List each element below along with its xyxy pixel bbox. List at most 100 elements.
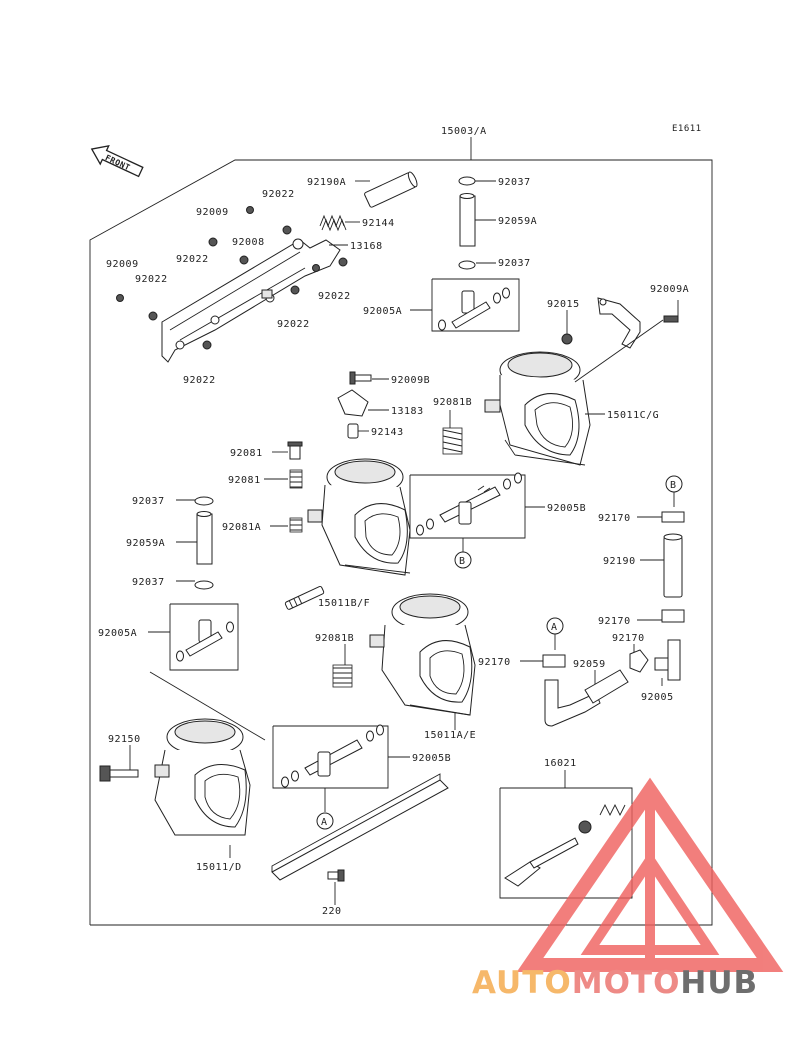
front-arrow-icon: FRONT <box>90 145 144 178</box>
spring-92081 <box>289 469 303 489</box>
fitting-92005B-bottom <box>281 724 384 788</box>
clip-92037-left-bottom <box>194 580 214 590</box>
label-92005A: 92005A <box>363 306 402 317</box>
label-92037: 92037 <box>498 258 531 269</box>
label-92190: 92190 <box>603 556 636 567</box>
watermark-logo-icon <box>516 777 784 972</box>
clip-92170-c <box>629 649 649 673</box>
assembly-number: 15003/A <box>441 126 487 137</box>
hose-92059A-top <box>459 195 476 247</box>
spring-92144 <box>319 214 347 232</box>
carburetor-15011AE <box>369 593 476 716</box>
clip-92037-left-top <box>194 496 214 506</box>
fitting-92005 <box>654 639 681 681</box>
spacer-92143 <box>347 423 359 439</box>
marker-A-right: A <box>546 617 564 635</box>
marker-label: A <box>321 817 328 828</box>
part-labels: 92190A 92037 92022 92009 92144 92059A 92… <box>98 177 689 917</box>
plate-13183 <box>337 389 369 417</box>
label-13183: 13183 <box>391 406 424 417</box>
label-16021: 16021 <box>544 758 577 769</box>
bracket-assembly <box>161 238 341 363</box>
hose-92059A-left <box>196 513 213 565</box>
label-92009B: 92009B <box>391 375 430 386</box>
marker-label: B <box>459 556 466 567</box>
label-92009A: 92009A <box>650 284 689 295</box>
label-92022: 92022 <box>176 254 209 265</box>
spring-92081A <box>289 517 303 533</box>
label-92143: 92143 <box>371 427 404 438</box>
label-15011BF: 15011B/F <box>318 598 370 609</box>
marker-B-mid: B <box>454 551 472 569</box>
leader-lines <box>129 180 679 905</box>
label-92037: 92037 <box>132 496 165 507</box>
clip-92170-a <box>661 511 685 523</box>
bracket-92009A <box>597 297 679 349</box>
mounting-bar <box>271 773 449 881</box>
washers-92022 <box>148 225 348 350</box>
screw-92009B <box>349 371 372 385</box>
label-92005B: 92005B <box>547 503 586 514</box>
label-92009: 92009 <box>106 259 139 270</box>
clip-92170-d <box>542 654 566 668</box>
label-220: 220 <box>322 906 342 917</box>
needle-assembly <box>284 585 325 610</box>
label-92081: 92081 <box>230 448 263 459</box>
label-92150: 92150 <box>108 734 141 745</box>
marker-label: B <box>670 480 677 491</box>
fitting-92005A-top <box>438 287 510 331</box>
label-92008: 92008 <box>232 237 265 248</box>
label-15011CG: 15011C/G <box>607 410 659 421</box>
spring-92081B-mid <box>332 664 353 688</box>
label-92005A: 92005A <box>98 628 137 639</box>
label-92081B: 92081B <box>433 397 472 408</box>
hose-92059 <box>544 679 601 727</box>
fitting-92005A-left <box>176 619 234 662</box>
label-92144: 92144 <box>362 218 395 229</box>
watermark-text: AUTOMOTOHUB <box>472 965 758 1001</box>
bolt-92150 <box>99 765 139 782</box>
label-15011AE: 15011A/E <box>424 730 476 741</box>
watermark-moto: MOTO <box>572 965 681 1001</box>
label-92170: 92170 <box>598 616 631 627</box>
watermark-auto: AUTO <box>472 965 572 1001</box>
label-92170: 92170 <box>478 657 511 668</box>
label-92022: 92022 <box>135 274 168 285</box>
tube-92190A <box>364 171 418 208</box>
carburetor-15011CG <box>484 351 591 466</box>
watermark-hub: HUB <box>680 965 758 1001</box>
part-16021 <box>504 803 626 887</box>
label-92015: 92015 <box>547 299 580 310</box>
label-92170: 92170 <box>598 513 631 524</box>
label-92022: 92022 <box>318 291 351 302</box>
marker-A-bottom: A <box>316 812 334 830</box>
label-92022: 92022 <box>262 189 295 200</box>
spring-92081B-top <box>442 427 463 455</box>
label-13168: 13168 <box>350 241 383 252</box>
carburetor-15011D <box>154 718 251 836</box>
label-92081: 92081 <box>228 475 261 486</box>
label-92170: 92170 <box>612 633 645 644</box>
label-92081B: 92081B <box>315 633 354 644</box>
marker-label: A <box>551 622 558 633</box>
nut-92015 <box>561 333 573 345</box>
bolts-92009 <box>116 206 254 302</box>
fitting-92005B-mid <box>416 472 522 536</box>
marker-B-right: B <box>665 475 683 493</box>
label-92022: 92022 <box>183 375 216 386</box>
label-92037: 92037 <box>132 577 165 588</box>
clip-92170-b <box>661 609 685 623</box>
jet-92081 <box>287 441 303 460</box>
label-92059A: 92059A <box>126 538 165 549</box>
label-92009: 92009 <box>196 207 229 218</box>
screw-220 <box>327 869 345 882</box>
label-92081A: 92081A <box>222 522 261 533</box>
label-92037: 92037 <box>498 177 531 188</box>
carburetor-15011BF <box>307 458 411 576</box>
hose-92190 <box>663 536 683 598</box>
label-15011D: 15011/D <box>196 862 242 873</box>
clip-92037-mid <box>458 260 476 270</box>
label-92005B: 92005B <box>412 753 451 764</box>
clip-92037-top <box>458 176 476 186</box>
